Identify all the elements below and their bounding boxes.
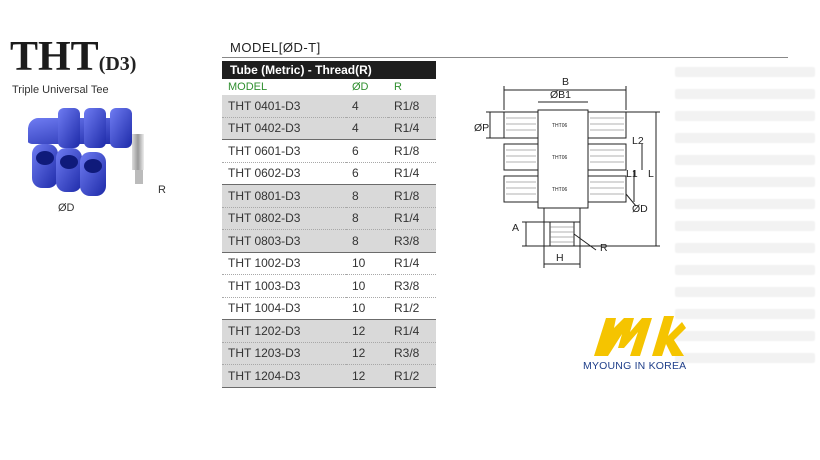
photo-label-diameter: ØD xyxy=(58,202,75,214)
company-logo xyxy=(594,316,686,356)
dim-h: H xyxy=(556,252,564,264)
cell-model: THT 0602-D3 xyxy=(222,162,346,185)
cell-model: THT 0401-D3 xyxy=(222,95,346,118)
cell-thread: R3/8 xyxy=(388,342,436,365)
company-name: MYOUNG IN KOREA xyxy=(583,360,687,372)
cell-diameter: 8 xyxy=(346,229,388,253)
dim-r: R xyxy=(600,242,608,254)
dim-a: A xyxy=(512,222,520,234)
product-title: THT(D3) xyxy=(10,36,136,78)
dim-b1: ØB1 xyxy=(550,89,572,101)
technical-drawing: THT06 THT06 THT06 xyxy=(486,86,660,268)
table-header-row: MODEL ØD R xyxy=(222,79,436,95)
cell-thread: R1/4 xyxy=(388,319,436,343)
cell-thread: R1/8 xyxy=(388,139,436,163)
cell-diameter: 8 xyxy=(346,184,388,208)
cell-thread: R1/4 xyxy=(388,252,436,275)
cell-diameter: 4 xyxy=(346,117,388,140)
product-code: THT xyxy=(10,34,99,80)
product-photo xyxy=(28,108,144,196)
body-mark-bottom: THT06 xyxy=(552,187,568,193)
cell-model: THT 1002-D3 xyxy=(222,252,346,275)
product-variant: (D3) xyxy=(98,53,137,75)
cell-thread: R1/8 xyxy=(388,95,436,118)
dim-l2: L2 xyxy=(632,135,644,147)
cell-thread: R1/4 xyxy=(388,117,436,140)
cell-diameter: 12 xyxy=(346,342,388,365)
dim-l1: L1 xyxy=(626,168,638,180)
body-mark-middle: THT06 xyxy=(552,155,568,161)
cell-thread: R1/2 xyxy=(388,364,436,388)
cell-model: THT 0801-D3 xyxy=(222,184,346,208)
cell-diameter: 8 xyxy=(346,207,388,230)
photo-label-thread: R xyxy=(158,184,166,196)
cell-diameter: 10 xyxy=(346,252,388,275)
product-description: Triple Universal Tee xyxy=(12,84,109,96)
cell-thread: R3/8 xyxy=(388,229,436,253)
cell-model: THT 0402-D3 xyxy=(222,117,346,140)
cell-model: THT 1004-D3 xyxy=(222,297,346,320)
col-header-thread: R xyxy=(394,81,402,93)
dim-p: ØP xyxy=(474,122,490,134)
cell-thread: R3/8 xyxy=(388,274,436,298)
cell-diameter: 6 xyxy=(346,139,388,163)
spec-table: Tube (Metric) - Thread(R) MODEL ØD R THT… xyxy=(222,61,436,388)
dim-d: ØD xyxy=(632,203,648,215)
cell-diameter: 12 xyxy=(346,319,388,343)
dim-b: B xyxy=(562,76,570,88)
cell-model: THT 1003-D3 xyxy=(222,274,346,298)
bleed-through-ghost xyxy=(675,55,815,395)
cell-thread: R1/4 xyxy=(388,162,436,185)
cell-thread: R1/4 xyxy=(388,207,436,230)
cell-thread: R1/2 xyxy=(388,297,436,320)
dim-l: L xyxy=(648,168,654,180)
body-mark-top: THT06 xyxy=(552,123,568,129)
cell-thread: R1/8 xyxy=(388,184,436,208)
col-header-model: MODEL xyxy=(228,81,268,93)
cell-model: THT 0802-D3 xyxy=(222,207,346,230)
cell-model: THT 1204-D3 xyxy=(222,364,346,388)
heading-rule xyxy=(222,57,788,58)
cell-model: THT 1203-D3 xyxy=(222,342,346,365)
cell-diameter: 4 xyxy=(346,95,388,118)
cell-diameter: 10 xyxy=(346,274,388,298)
cell-diameter: 6 xyxy=(346,162,388,185)
col-header-diameter: ØD xyxy=(352,81,369,93)
cell-diameter: 10 xyxy=(346,297,388,320)
cell-model: THT 1202-D3 xyxy=(222,319,346,343)
table-title-bar: Tube (Metric) - Thread(R) xyxy=(222,61,436,79)
cell-model: THT 0803-D3 xyxy=(222,229,346,253)
cell-diameter: 12 xyxy=(346,364,388,388)
cell-model: THT 0601-D3 xyxy=(222,139,346,163)
model-heading: MODEL[ØD-T] xyxy=(230,40,321,55)
